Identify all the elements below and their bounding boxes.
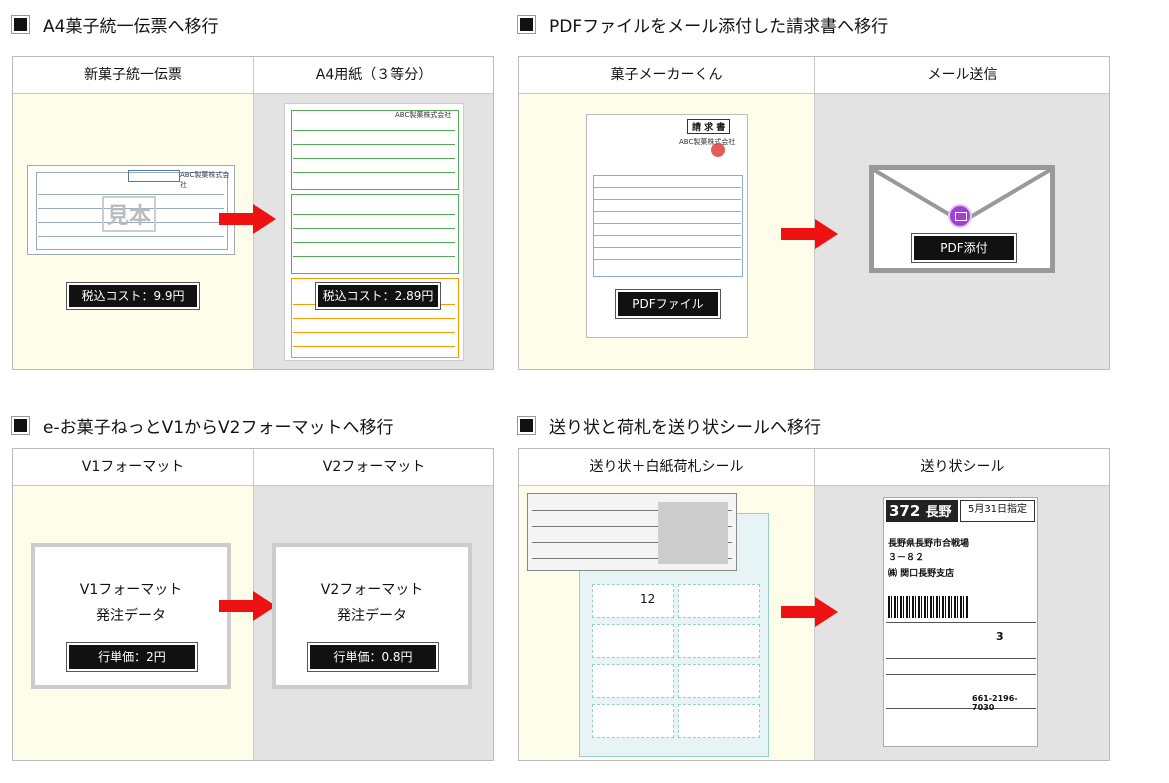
email-envelope-image: PDF添付 — [869, 165, 1055, 273]
pdf-file-label: PDFファイル — [615, 289, 721, 319]
panel-header-left: 送り状＋白紙荷札シール — [519, 449, 814, 486]
panel-divider — [814, 57, 815, 369]
barcode-icon — [888, 596, 968, 618]
section-pdf-invoice: PDFファイルをメール添付した請求書へ移行 菓子メーカーくん メール送信 請 求… — [517, 12, 1110, 372]
shipping-sticker-image: 372 長野 5月31日指定 長野県長野市合戦場 ３－８２ ㈱ 関口長野支店 3… — [883, 497, 1038, 747]
arrow-right-icon — [219, 204, 276, 234]
label-recipient: ㈱ 関口長野支店 — [888, 569, 955, 579]
comparison-panel: 新菓子統一伝票 A4用紙（３等分） ABC製菓株式会社 見本 税込コスト：9.9… — [12, 56, 494, 370]
label-address-2: ３－８２ — [888, 553, 925, 563]
comparison-panel: 菓子メーカーくん メール送信 請 求 書 ABC製菓株式会社 PDFファイル — [518, 56, 1110, 370]
arrow-right-icon — [219, 591, 276, 621]
v1-format-box: V1フォーマット 発注データ 行単価：2円 — [31, 543, 231, 689]
tag-number: 12 — [640, 592, 656, 606]
panel-header-right: 送り状シール — [814, 449, 1109, 486]
panel-header-left: V1フォーマット — [13, 449, 253, 486]
panel-divider — [814, 449, 815, 760]
arrow-right-icon — [781, 219, 838, 249]
v1-format-subtitle: 発注データ — [96, 608, 166, 624]
slip-company: ABC製菓株式会社 — [180, 171, 230, 189]
bullet-square-icon — [517, 14, 536, 34]
seal-icon — [711, 143, 725, 157]
invoice-document-image: 請 求 書 ABC製菓株式会社 — [586, 114, 748, 338]
comparison-panel: 送り状＋白紙荷札シール 送り状シール 12 — [518, 448, 1110, 761]
bullet-square-icon — [517, 415, 536, 435]
v1-format-title: V1フォーマット — [79, 582, 183, 598]
label-city: 長野 — [925, 505, 952, 520]
v2-format-box: V2フォーマット 発注データ 行単価：0.8円 — [272, 543, 472, 689]
old-slip-image: ABC製菓株式会社 見本 — [27, 165, 235, 255]
label-date: 5月31日指定 — [967, 504, 1028, 515]
panel-header-right: A4用紙（３等分） — [253, 57, 493, 94]
panel-header-left: 新菓子統一伝票 — [13, 57, 253, 94]
a4-slip-image: ABC製菓株式会社 — [284, 103, 464, 361]
panel-header-left: 菓子メーカーくん — [519, 57, 814, 94]
v2-format-title: V2フォーマット — [320, 582, 424, 598]
cost-label-new: 税込コスト：2.89円 — [315, 282, 441, 310]
a4-company: ABC製菓株式会社 — [395, 111, 452, 119]
comparison-panel: V1フォーマット V2フォーマット V1フォーマット 発注データ 行単価：2円 … — [12, 448, 494, 761]
attachment-icon — [948, 204, 972, 228]
section-title-text: 送り状と荷札を送り状シールへ移行 — [549, 417, 821, 438]
section-title: e-お菓子ねっとV1からV2フォーマットへ移行 — [11, 413, 394, 438]
section-shipping-label: 送り状と荷札を送り状シールへ移行 送り状＋白紙荷札シール 送り状シール 12 — [517, 413, 1110, 763]
section-title-text: PDFファイルをメール添付した請求書へ移行 — [549, 16, 889, 37]
section-title-text: e-お菓子ねっとV1からV2フォーマットへ移行 — [43, 417, 394, 438]
v2-format-subtitle: 発注データ — [337, 608, 407, 624]
section-a4-migration: A4菓子統一伝票へ移行 新菓子統一伝票 A4用紙（３等分） ABC製菓株式会社 … — [11, 12, 494, 372]
panel-header-right: V2フォーマット — [253, 449, 493, 486]
slip-stamp: 見本 — [102, 196, 157, 232]
bullet-square-icon — [11, 14, 30, 34]
invoice-heading: 請 求 書 — [687, 119, 731, 134]
section-title: A4菓子統一伝票へ移行 — [11, 12, 219, 37]
label-count: 3 — [996, 630, 1004, 643]
label-address-1: 長野県長野市合戦場 — [888, 539, 970, 549]
panel-header-right: メール送信 — [814, 57, 1109, 94]
section-title: PDFファイルをメール添付した請求書へ移行 — [517, 12, 889, 37]
label-number: 372 — [889, 502, 921, 520]
v2-price-label: 行単価：0.8円 — [307, 642, 439, 672]
invoice-company: ABC製菓株式会社 — [679, 138, 736, 146]
v1-price-label: 行単価：2円 — [66, 642, 198, 672]
label-phone: 661-2196-7030 — [972, 694, 1018, 712]
section-title-text: A4菓子統一伝票へ移行 — [43, 16, 219, 37]
section-format-migration: e-お菓子ねっとV1からV2フォーマットへ移行 V1フォーマット V2フォーマッ… — [11, 413, 494, 763]
pdf-attach-label: PDF添付 — [911, 233, 1017, 263]
waybill-slip-image — [527, 493, 737, 571]
cost-label-old: 税込コスト：9.9円 — [66, 282, 200, 310]
arrow-right-icon — [781, 597, 838, 627]
bullet-square-icon — [11, 415, 30, 435]
section-title: 送り状と荷札を送り状シールへ移行 — [517, 413, 821, 438]
